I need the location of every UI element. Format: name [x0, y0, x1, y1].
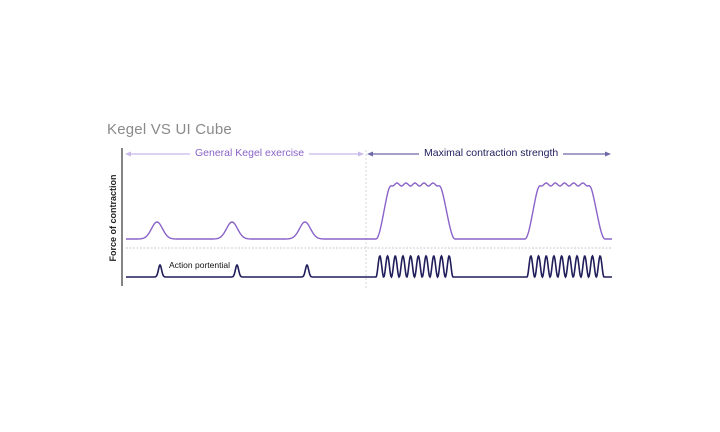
action-potential-curve: [126, 254, 612, 279]
action-potential-label: Action portential: [169, 260, 230, 270]
diagram-title: Kegel VS UI Cube: [107, 121, 232, 138]
maximal-contraction-label: Maximal contraction strength: [419, 147, 564, 159]
general-kegel-label: General Kegel exercise: [190, 147, 310, 159]
force-of-contraction-curve: [126, 182, 612, 240]
